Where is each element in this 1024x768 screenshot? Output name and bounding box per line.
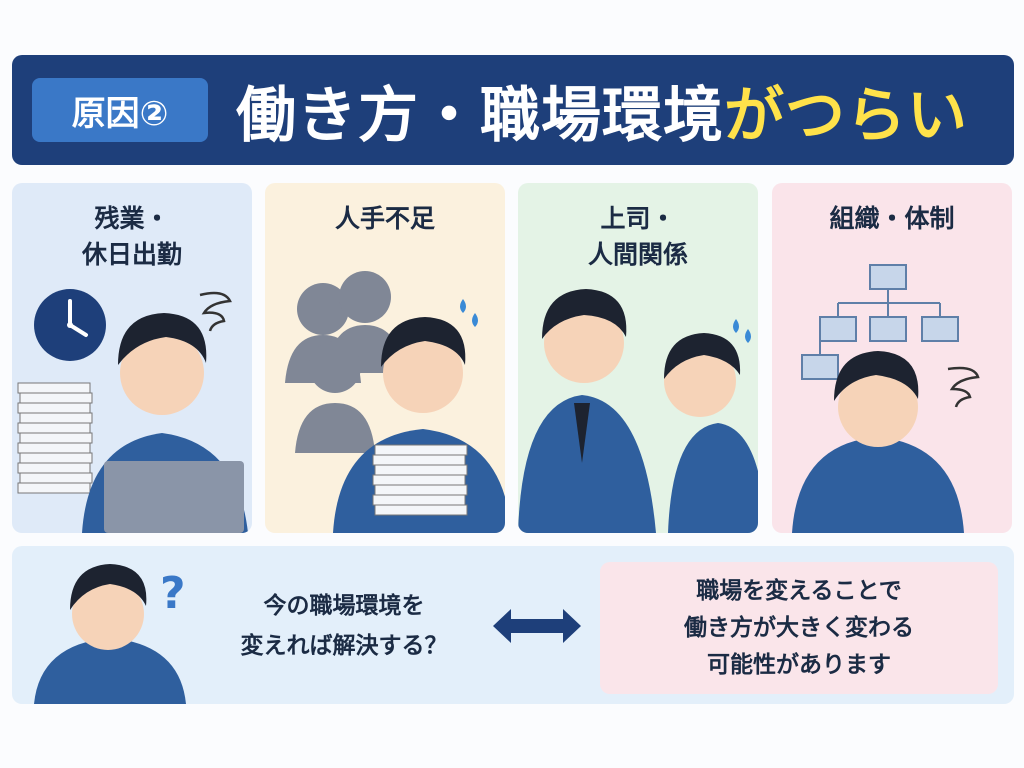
panel-organization: 組織・体制: [772, 183, 1012, 533]
svg-text:?: ?: [160, 568, 186, 619]
question-text: 今の職場環境を 変えれば解決する？: [240, 593, 448, 659]
panel-title: 上司・ 人間関係: [587, 204, 688, 269]
sweat-drop-icon: [460, 299, 478, 327]
cause-badge: 原因②: [32, 78, 208, 142]
title-main: 働き方・職場環境: [236, 80, 724, 151]
relationships-illustration: [518, 289, 758, 533]
stress-swirl-icon: [947, 366, 980, 408]
panel-title: 組織・体制: [829, 204, 955, 233]
page-title: 働き方・職場環境がつらい: [236, 68, 968, 152]
answer-text: 職場を変えることで 働き方が大きく変わる 可能性があります: [684, 578, 914, 678]
overtime-illustration: [17, 289, 248, 533]
understaffed-illustration: [285, 271, 505, 533]
answer-box: [600, 562, 998, 694]
panel-understaffed: 人手不足: [265, 183, 505, 533]
panel-relationships: 上司・ 人間関係: [518, 183, 758, 533]
title-highlight: がつらい: [724, 80, 968, 151]
thinking-person-illustration: ?: [34, 564, 186, 704]
double-arrow-icon: [493, 609, 581, 643]
panel-title: 人手不足: [334, 204, 435, 233]
panel-overtime: 残業・ 休日出勤: [12, 183, 252, 533]
clock-icon: [34, 289, 106, 361]
stress-swirl-icon: [199, 291, 232, 332]
question-mark-icon: ?: [160, 568, 186, 619]
organization-illustration: [792, 264, 980, 533]
sweat-drop-icon: [733, 319, 751, 343]
paper-stack: [17, 382, 93, 494]
panel-title: 残業・ 休日出勤: [81, 204, 182, 269]
org-chart-icon: [801, 264, 959, 380]
paper-stack: [372, 444, 468, 516]
people-silhouettes: [285, 271, 403, 453]
